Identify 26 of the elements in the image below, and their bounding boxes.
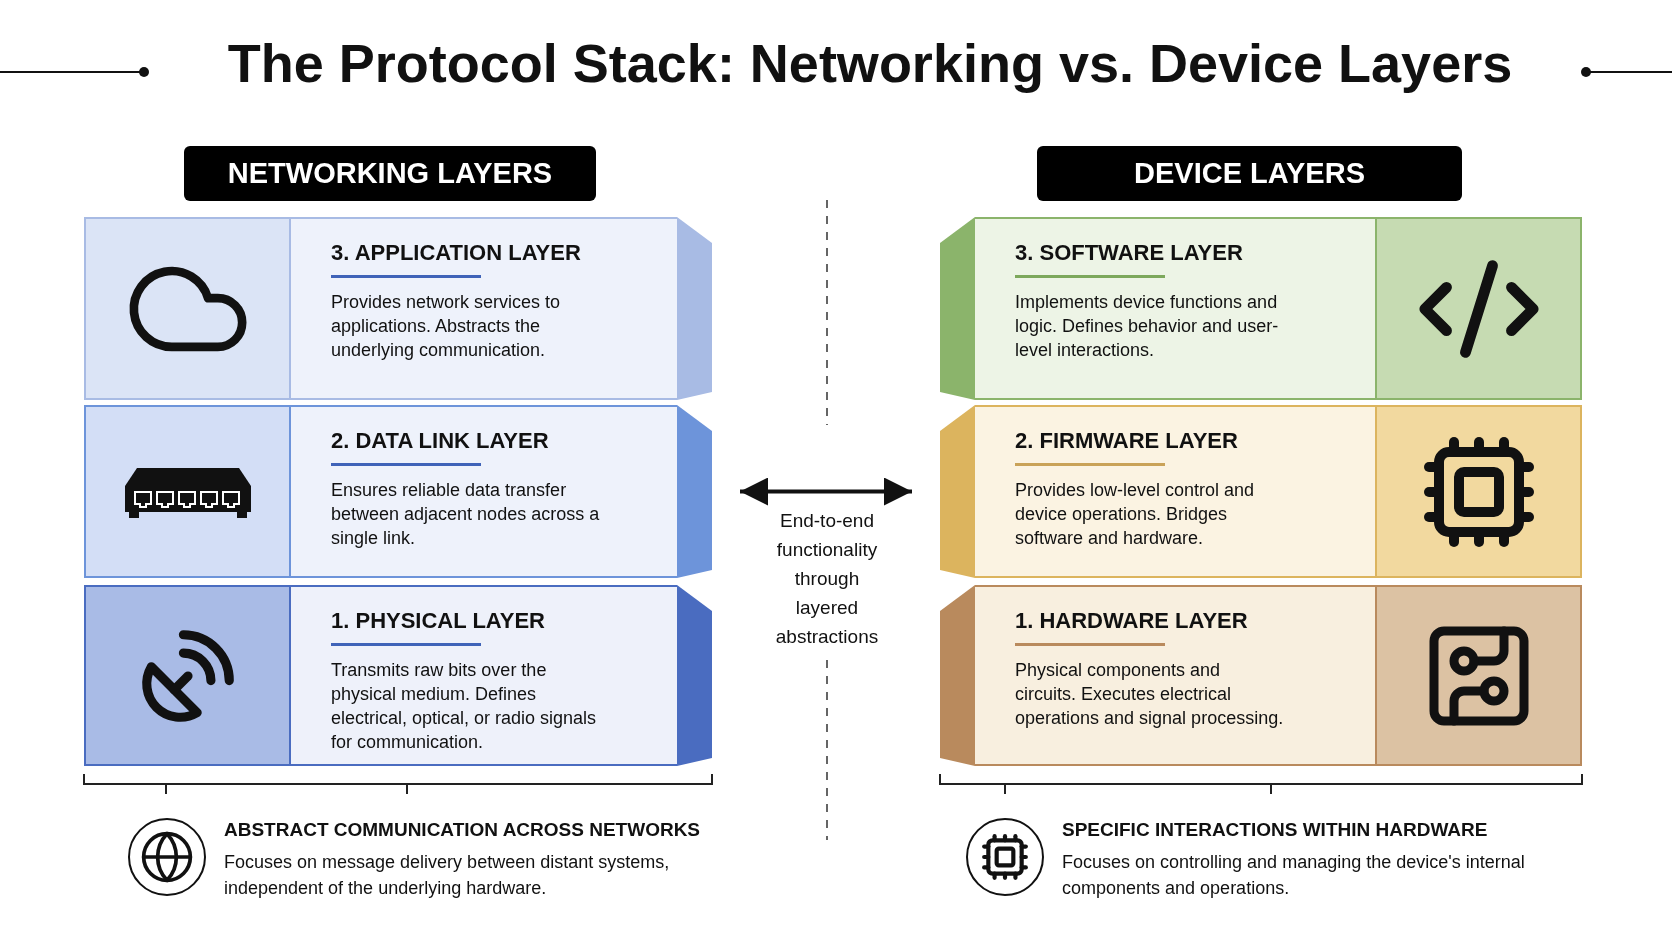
layer-description: Provides network services to applications. Abstracts the underlying communication. xyxy=(331,290,562,362)
double-arrow xyxy=(740,477,912,506)
footer-description: Focuses on message delivery between distant systems, independent of the underlying hardware. xyxy=(224,850,671,900)
layer-description: Ensures reliable data transfer between adjacent nodes across a single link. xyxy=(331,478,601,550)
section-header: NETWORKING LAYERS xyxy=(184,146,596,201)
footer-description: Focuses on controlling and managing the device's internal components and operations. xyxy=(1062,850,1526,900)
layer-block xyxy=(940,405,1582,578)
section-header: DEVICE LAYERS xyxy=(1037,146,1462,201)
footer-heading: SPECIFIC INTERACTIONS WITHIN HARDWARE xyxy=(1062,818,1489,842)
layer-title: 2. FIRMWARE LAYER xyxy=(1015,427,1239,455)
layer-block xyxy=(940,585,1582,766)
layer-block xyxy=(84,585,712,766)
center-note: End-to-end functionality through layered abstractions xyxy=(774,509,880,649)
footer-heading: ABSTRACT COMMUNICATION ACROSS NETWORKS xyxy=(224,818,702,842)
layer-description: Implements device functions and logic. Defines behavior and user-level interactions. xyxy=(1015,290,1280,362)
layer-description: Provides low-level control and device operations. Bridges software and hardware. xyxy=(1015,478,1256,550)
layer-block xyxy=(84,405,712,578)
layer-block xyxy=(940,217,1582,400)
layer-description: Physical components and circuits. Executes electrical operations and signal processing. xyxy=(1015,658,1285,730)
layer-title: 3. APPLICATION LAYER xyxy=(331,239,582,267)
layer-title: 2. DATA LINK LAYER xyxy=(331,427,550,455)
layer-block xyxy=(84,217,712,400)
layer-description: Transmits raw bits over the physical medium. Defines electrical, optical, or radio signals for communication. xyxy=(331,658,598,754)
layer-title: 1. PHYSICAL LAYER xyxy=(331,607,546,635)
layer-title: 3. SOFTWARE LAYER xyxy=(1015,239,1244,267)
layer-title: 1. HARDWARE LAYER xyxy=(1015,607,1249,635)
